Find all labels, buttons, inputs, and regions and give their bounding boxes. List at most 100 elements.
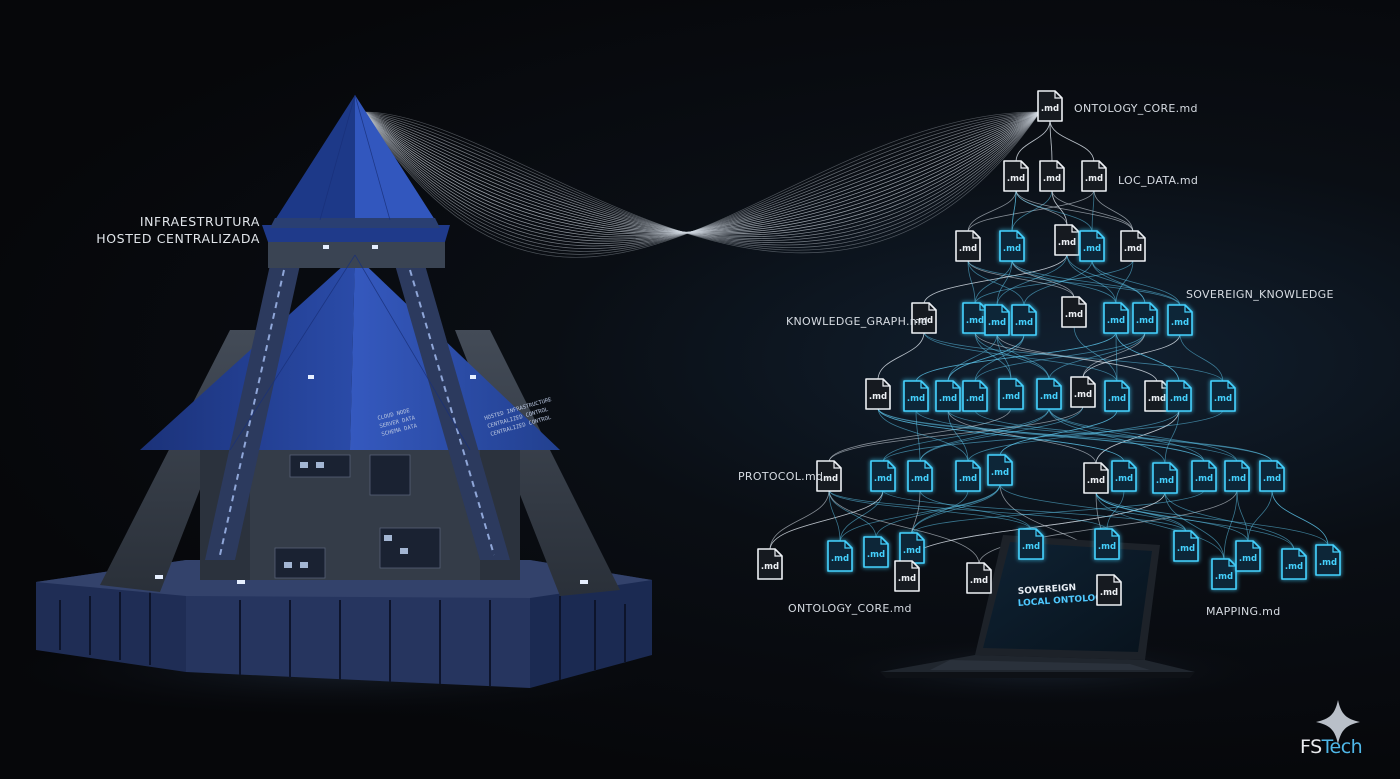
md-file-icon: .md	[1061, 296, 1087, 328]
network-edge	[923, 253, 1068, 305]
network-edge	[923, 331, 1224, 383]
md-file-icon: .md	[899, 532, 925, 564]
network-edge	[882, 489, 1187, 533]
svg-text:.md: .md	[966, 316, 984, 326]
network-edge	[1023, 259, 1093, 307]
svg-text:.md: .md	[1285, 562, 1303, 572]
md-file-icon: .md	[1111, 460, 1137, 492]
md-file-icon: .md	[1281, 548, 1307, 580]
svg-text:.md: .md	[1043, 174, 1061, 184]
md-file-icon: .md	[935, 380, 961, 412]
network-edge	[974, 409, 1273, 463]
md-file-icon: .md	[1167, 304, 1193, 336]
svg-text:.md: .md	[1115, 474, 1133, 484]
svg-text:.md: .md	[1107, 316, 1125, 326]
network-edge	[769, 489, 830, 551]
network-edge	[1082, 331, 1146, 379]
md-file-icon: .md	[955, 230, 981, 262]
md-file-icon: .md	[1083, 462, 1109, 494]
network-edge	[1066, 253, 1146, 305]
md-file-icon: .md	[1037, 90, 1063, 122]
svg-text:.md: .md	[1319, 558, 1337, 568]
svg-text:.md: .md	[959, 474, 977, 484]
md-file-icon: .md	[1224, 460, 1250, 492]
md-file-icon: .md	[1211, 558, 1237, 590]
svg-text:.md: .md	[1007, 174, 1025, 184]
network-edge	[1048, 331, 1146, 381]
svg-text:.md: .md	[991, 468, 1009, 478]
md-file-icon: .md	[1039, 160, 1065, 192]
svg-text:.md: .md	[988, 318, 1006, 328]
md-file-icon: .md	[966, 562, 992, 594]
svg-text:.md: .md	[1003, 244, 1021, 254]
md-file-icon: .md	[1191, 460, 1217, 492]
network-edge	[1048, 407, 1205, 463]
cable	[361, 111, 1041, 255]
svg-text:.md: .md	[1177, 544, 1195, 554]
network-edge	[839, 483, 1001, 543]
network-edge	[978, 489, 1238, 565]
label-sovereign-knowledge: SOVEREIGN_KNOWLEDGE	[1186, 288, 1334, 301]
svg-text:.md: .md	[1215, 572, 1233, 582]
cable	[361, 111, 1041, 252]
network-edge	[996, 253, 1068, 307]
network-edge	[1066, 253, 1117, 305]
svg-text:.md: .md	[911, 474, 929, 484]
cable	[361, 111, 1041, 236]
network-edge	[974, 331, 1012, 381]
network-edge	[1048, 407, 1238, 463]
cable	[361, 111, 1041, 247]
svg-text:.md: .md	[1263, 474, 1281, 484]
md-file-icon: .md	[1081, 160, 1107, 192]
network-edge	[919, 405, 1084, 463]
cable	[361, 111, 1041, 233]
svg-text:.md: .md	[1040, 392, 1058, 402]
network-edges	[769, 119, 1329, 577]
md-file-icon: .md	[1094, 528, 1120, 560]
svg-text:.md: .md	[1195, 474, 1213, 484]
md-file-icon: .md	[1120, 230, 1146, 262]
network-edge	[1015, 189, 1093, 233]
brand-accent: Tech	[1321, 736, 1363, 758]
network-edge	[967, 259, 1181, 307]
network-edge	[828, 489, 1032, 531]
svg-text:.md: .md	[1124, 244, 1142, 254]
md-file-icon: .md	[894, 560, 920, 592]
svg-text:.md: .md	[1041, 104, 1059, 114]
cable-bundle	[361, 111, 1041, 258]
network-edge	[828, 489, 1108, 531]
laptop: SOVEREIGN LOCAL ONTOLOGY	[880, 535, 1195, 678]
network-edge	[877, 331, 925, 381]
md-file-icon: .md	[1103, 302, 1129, 334]
cable	[361, 111, 1041, 240]
network-edge	[999, 483, 1187, 533]
network-edge	[947, 333, 1025, 383]
md-file-icon: .md	[1152, 462, 1178, 494]
laptop-screen-line1: SOVEREIGN	[1018, 583, 1077, 597]
network-edge	[1271, 489, 1329, 547]
network-edge	[974, 331, 1146, 383]
svg-text:.md: .md	[874, 474, 892, 484]
network-edge	[967, 259, 1025, 307]
network-edge	[1073, 325, 1118, 383]
network-edge	[1106, 489, 1125, 531]
network-edge	[1091, 259, 1146, 305]
svg-text:.md: .md	[831, 554, 849, 564]
network-edge	[1223, 489, 1238, 561]
network-edge	[1115, 259, 1134, 305]
svg-text:.md: .md	[1228, 474, 1246, 484]
md-file-icon: .md	[1079, 230, 1105, 262]
label-loc-data: LOC_DATA.md	[1118, 174, 1199, 187]
network-edge	[877, 407, 1205, 463]
svg-text:.md: .md	[1058, 238, 1076, 248]
svg-text:.md: .md	[1170, 394, 1188, 404]
md-file-icon: .md	[1070, 376, 1096, 408]
network-edge	[1095, 491, 1249, 543]
svg-text:.md: .md	[1136, 316, 1154, 326]
md-file-icon: .md	[911, 302, 937, 334]
caption-line2: HOSTED CENTRALIZADA	[96, 231, 260, 246]
brand-prefix: FS	[1300, 736, 1322, 758]
md-file-icon: .md	[1144, 380, 1170, 412]
svg-text:.md: .md	[1083, 244, 1101, 254]
